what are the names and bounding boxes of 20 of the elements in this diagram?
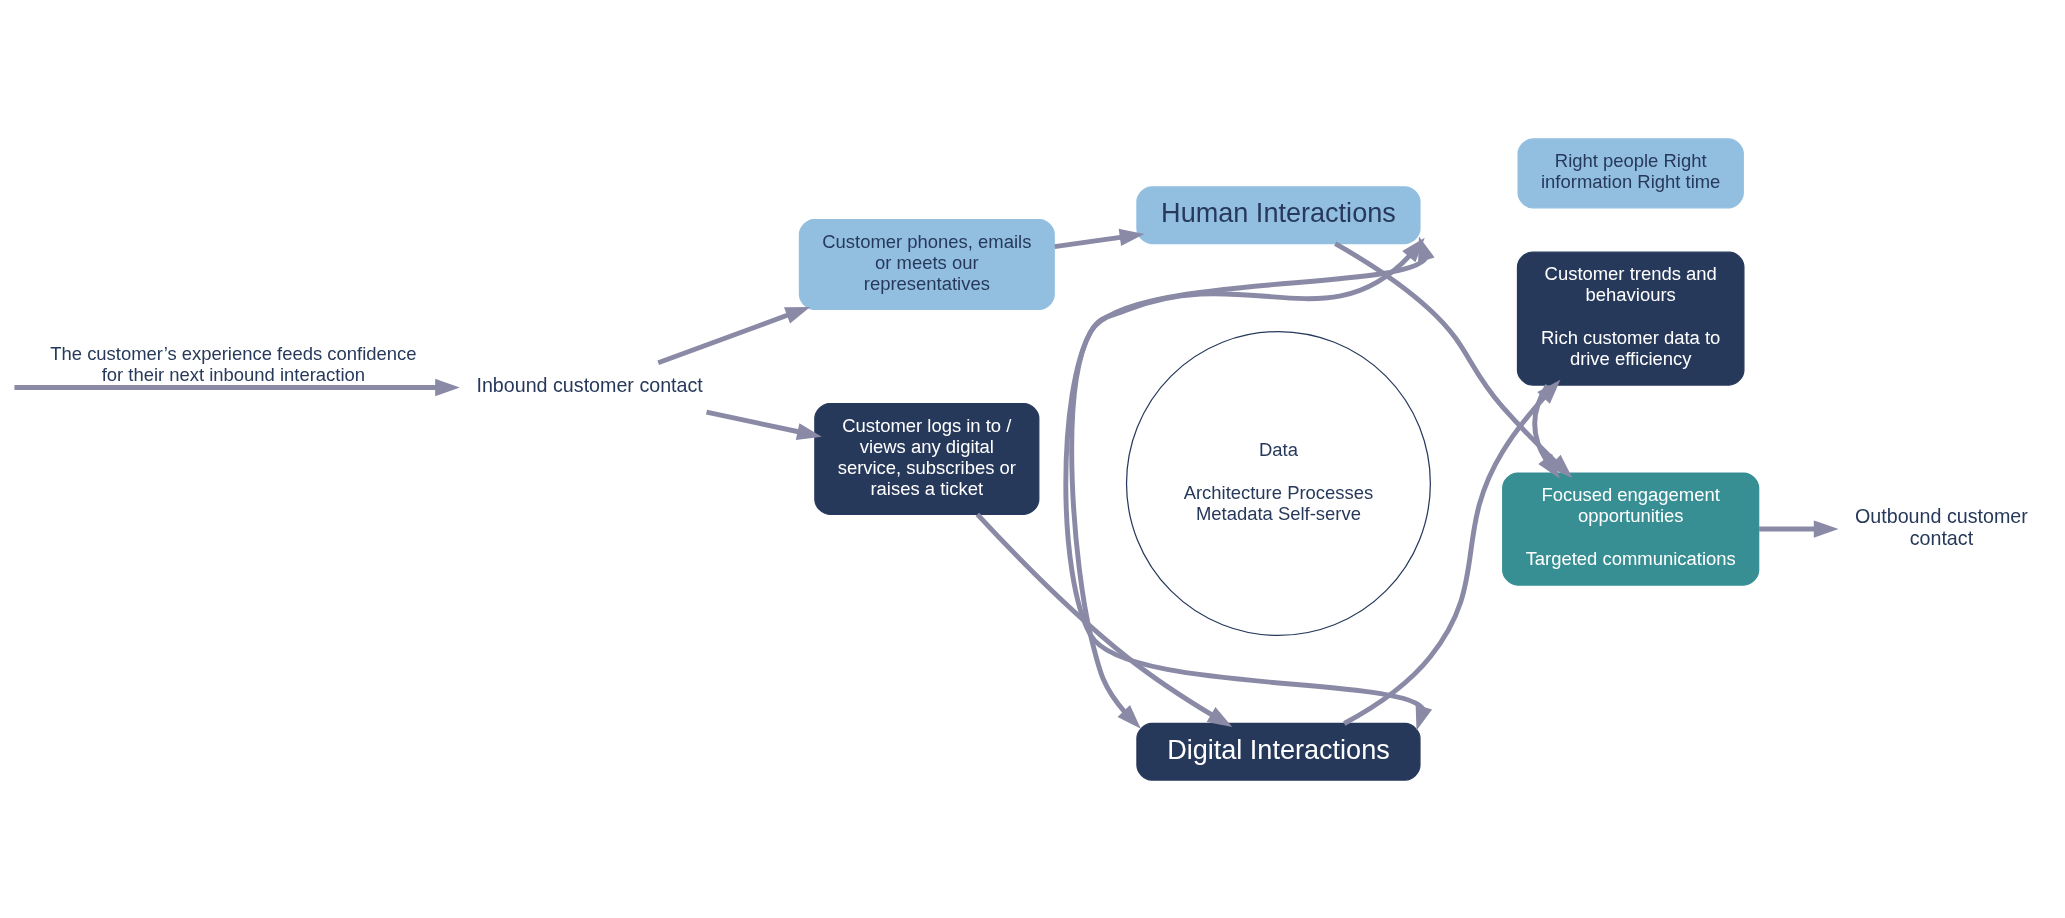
arrow xyxy=(1532,383,1560,479)
node-box: Focused engagement opportunities Targeted communications xyxy=(1502,471,1760,586)
node-box: Customer phones, emails or meets our representatives xyxy=(798,218,1055,310)
node-text: Outbound customer contact xyxy=(1855,504,2028,549)
node-box: Customer logs in to / views any digital service, subscribes or raises a ticket xyxy=(814,402,1040,515)
node-box: Right people Right information Right time xyxy=(1517,137,1744,208)
arrow xyxy=(706,409,822,440)
arrow xyxy=(1334,241,1573,478)
arrow xyxy=(1343,379,1561,726)
node-text: Inbound customer contact xyxy=(476,373,703,396)
arrow xyxy=(1759,519,1839,538)
node-box: Customer trends and behaviours Rich customer data to drive efficiency xyxy=(1516,251,1745,386)
node-box: Digital Interactions xyxy=(1136,722,1421,781)
node-circle: Data Architecture Processes Metadata Self-serve xyxy=(1125,330,1431,636)
arrow xyxy=(14,378,460,396)
arrow xyxy=(657,306,811,365)
arrow xyxy=(1054,228,1145,249)
edge-label: The customer’s experience feeds confidence for their next inbound interaction xyxy=(50,342,417,385)
arrow xyxy=(975,512,1233,727)
node-box: Human Interactions xyxy=(1136,185,1421,244)
